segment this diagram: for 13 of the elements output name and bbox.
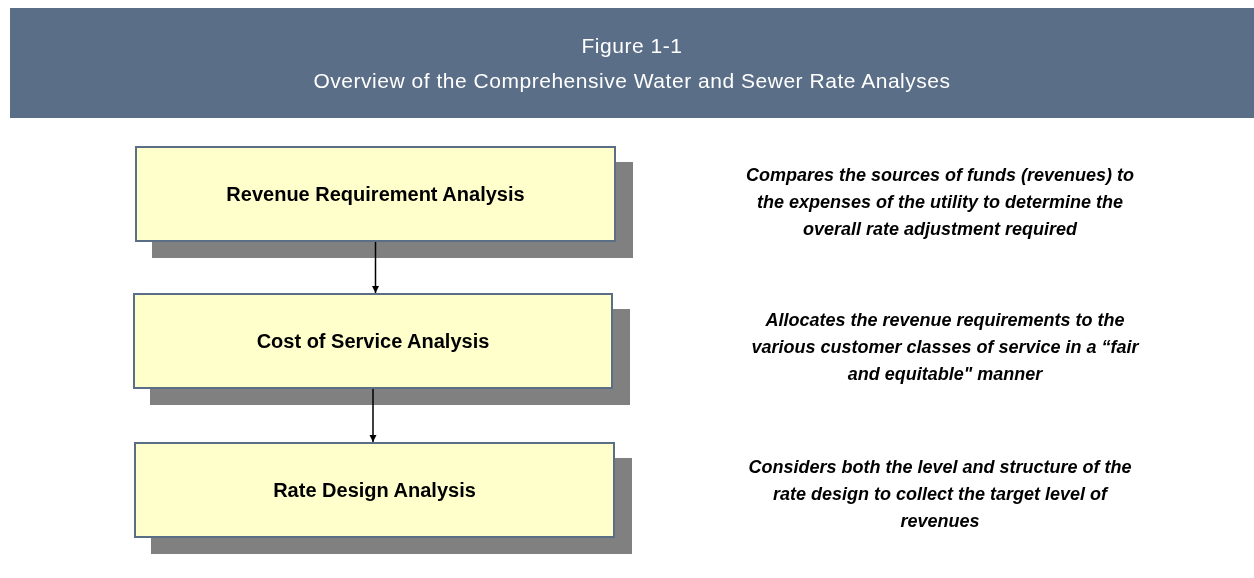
box-label: Cost of Service Analysis xyxy=(256,329,490,354)
process-box xyxy=(134,442,615,538)
arrow xyxy=(369,388,377,443)
process-box xyxy=(135,146,616,242)
figure-number: Figure 1-1 xyxy=(581,32,683,59)
arrow xyxy=(371,241,380,294)
box-label: Revenue Requirement Analysis xyxy=(226,182,525,207)
description-text: Compares the sources of funds (revenues) to the expenses of the utility to determine the overall rate adjustment required xyxy=(744,164,1136,241)
box-label: Rate Design Analysis xyxy=(273,478,476,503)
diagram-title: Overview of the Comprehensive Water and Sewer Rate Analyses xyxy=(313,68,951,94)
description-text: Considers both the level and structure of the rate design to collect the target level of revenues xyxy=(747,456,1133,533)
process-box xyxy=(133,293,613,389)
description-text: Allocates the revenue requirements to the various customer classes of service in a “fair and equitable" manner xyxy=(750,309,1141,386)
